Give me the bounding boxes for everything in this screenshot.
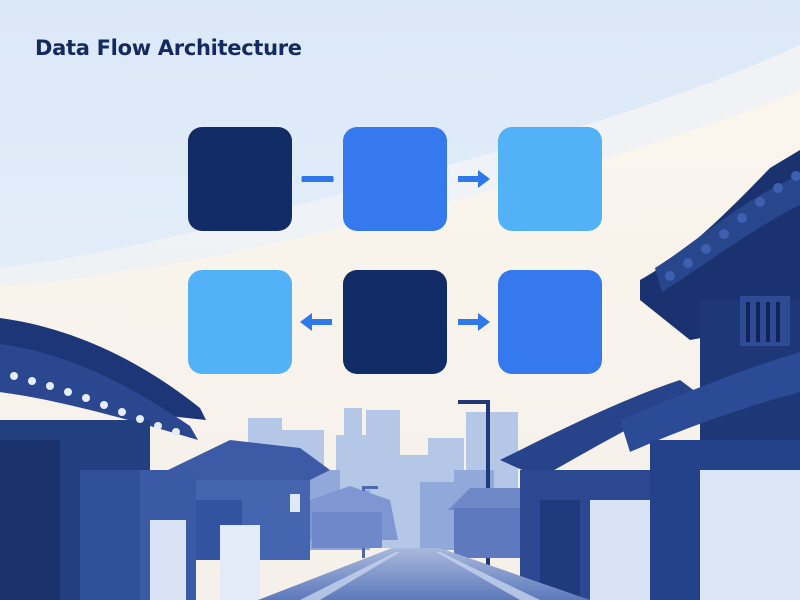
street-lamp-right	[458, 400, 490, 572]
flow-edge-n1-n2	[301, 176, 334, 182]
flow-edge-n2-n3	[458, 170, 490, 188]
sky-band	[0, 45, 800, 286]
flow-edge-n5-n4	[300, 313, 332, 331]
diagram-title: Data Flow Architecture	[35, 36, 302, 60]
flow-edge-n5-n6	[458, 313, 490, 331]
flow-node-n2	[343, 127, 447, 231]
flow-node-n4	[188, 270, 292, 374]
flow-node-n5	[343, 270, 447, 374]
left-houses	[0, 318, 398, 600]
street-line-left	[300, 552, 400, 600]
flow-node-n3	[498, 127, 602, 231]
right-houses	[448, 150, 800, 600]
flow-node-n1	[188, 127, 292, 231]
flow-node-n6	[498, 270, 602, 374]
street-line-right	[436, 552, 540, 600]
